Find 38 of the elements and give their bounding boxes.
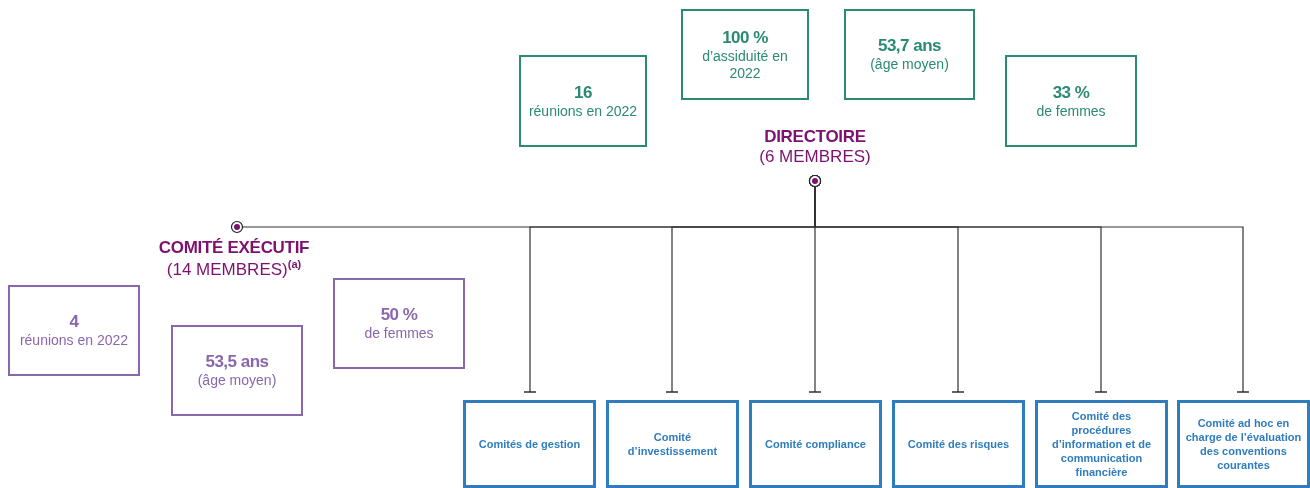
stat-value: 100 % xyxy=(722,27,768,48)
heading-title: COMITÉ EXÉCUTIF xyxy=(158,238,310,259)
committee-name: Comité compliance xyxy=(764,437,867,451)
heading-title: DIRECTOIRE xyxy=(764,126,866,147)
committee-box xyxy=(1177,400,1310,488)
stat-label: de femmes xyxy=(1035,102,1107,120)
stat-value: 53,5 ans xyxy=(205,352,269,372)
committee-name: Comité des procédures d’information et de communication financière xyxy=(1051,409,1152,479)
stat-label: d’assiduité en 2022 xyxy=(701,47,789,82)
stat-value: 33 % xyxy=(1052,82,1090,103)
stat-box xyxy=(844,9,975,100)
stat-label: réunions en 2022 xyxy=(18,332,130,349)
committee-name: Comité des risques xyxy=(906,437,1011,451)
stat-box xyxy=(1005,55,1137,147)
committee-box xyxy=(463,400,596,488)
stat-label: réunions en 2022 xyxy=(527,102,639,120)
stat-value: 4 xyxy=(69,312,79,332)
stat-label: (âge moyen) xyxy=(869,56,950,73)
committee-box xyxy=(606,400,739,488)
stat-value: 50 % xyxy=(380,305,418,325)
committee-name: Comité d’investissement xyxy=(626,430,719,458)
stat-label: de femmes xyxy=(363,325,435,342)
member-count: (14 MEMBRES)$^{(a)}$ xyxy=(166,258,302,280)
stat-box xyxy=(681,9,809,100)
committee-box xyxy=(749,400,882,488)
committee-box xyxy=(1035,400,1168,488)
stat-box xyxy=(519,55,647,147)
connector-line xyxy=(808,174,1250,393)
committee-name: Comité ad hoc en charge de l’évaluation des conventions courantes xyxy=(1184,416,1303,472)
member-count: (6 MEMBRES) xyxy=(759,146,871,167)
stat-box xyxy=(8,285,140,376)
stat-label: (âge moyen) xyxy=(196,372,278,389)
stat-box xyxy=(333,278,465,369)
committee-name: Comités de gestion xyxy=(477,437,582,451)
stat-value: 16 xyxy=(574,82,592,103)
stat-value: 53,7 ans xyxy=(877,36,942,56)
stat-box xyxy=(171,325,303,416)
committee-box xyxy=(892,400,1025,488)
